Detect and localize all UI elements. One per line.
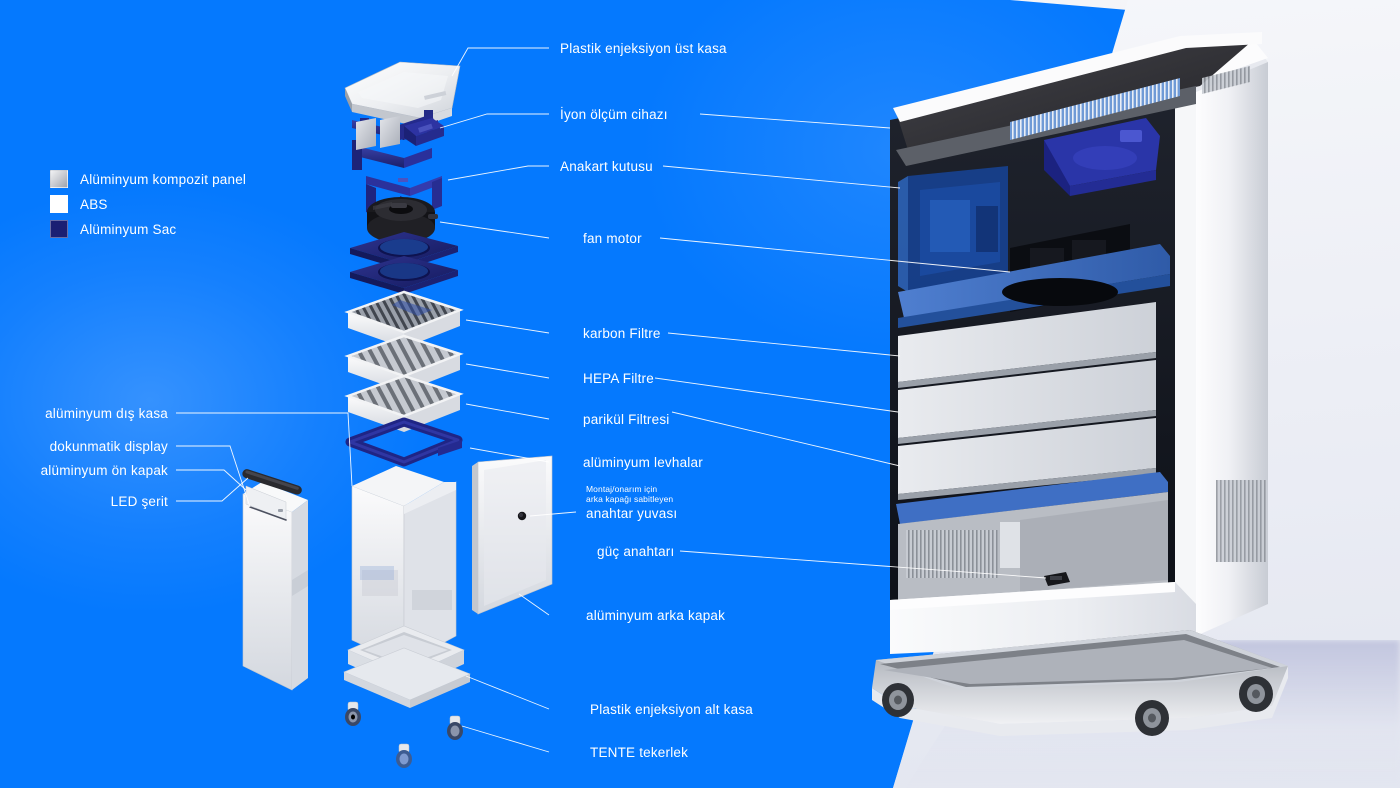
- part-wheel-2: [396, 743, 412, 768]
- callout-key-slot: anahtar yuvası: [586, 506, 678, 521]
- callout-carbon-filter: karbon Filtre: [583, 326, 661, 341]
- callout-outer-case: alüminyum dış kasa: [45, 406, 168, 421]
- callout-fan-motor: fan motor: [583, 231, 642, 246]
- product-caster-right: [1239, 676, 1273, 712]
- legend-label: Alüminyum kompozit panel: [80, 171, 247, 187]
- part-aluminum-plate-1: [350, 232, 458, 270]
- legend-item-aluminum-sheet: Alüminyum Sac: [50, 220, 246, 238]
- part-rear-cover: [472, 455, 553, 615]
- part-carbon-filter: [344, 290, 464, 348]
- legend-item-aluminum-composite-panel: Alüminyum kompozit panel: [50, 170, 246, 188]
- part-outer-case: [351, 466, 457, 665]
- callout-hepa-filter: HEPA Filtre: [583, 371, 654, 386]
- part-fan-motor: [367, 197, 438, 243]
- part-touch-display: [249, 506, 287, 521]
- materials-legend: Alüminyum kompozit panel ABS Alüminyum S…: [50, 170, 246, 238]
- part-front-cover: [242, 482, 308, 691]
- callout-rear-cover: alüminyum arka kapak: [586, 608, 726, 623]
- legend-swatch-icon: [50, 170, 68, 188]
- part-top-case: [344, 61, 461, 127]
- legend-label: ABS: [80, 196, 108, 212]
- part-wheel-1: [345, 701, 361, 726]
- product-caster-front: [1135, 700, 1169, 736]
- callout-wheel: TENTE tekerlek: [590, 745, 689, 760]
- callout-touch-display: dokunmatik display: [49, 439, 168, 454]
- product-caster-left: [882, 683, 914, 717]
- callout-front-cover: alüminyum ön kapak: [40, 463, 168, 478]
- callout-led-strip: LED şerit: [110, 494, 168, 509]
- callout-bottom-case: Plastik enjeksiyon alt kasa: [590, 702, 753, 717]
- callout-power-switch: güç anahtarı: [597, 544, 675, 559]
- legend-item-abs: ABS: [50, 195, 246, 213]
- part-aluminum-plate-2: [350, 256, 458, 294]
- part-bottom-case: [343, 625, 471, 708]
- part-navy-frame: [345, 417, 463, 467]
- callout-key-slot-note-line1: Montaj/onarım için: [586, 484, 658, 494]
- legend-label: Alüminyum Sac: [80, 221, 177, 237]
- callout-mainboard-box: Anakart kutusu: [560, 159, 653, 174]
- part-ion-meter: [352, 116, 444, 170]
- callout-particle-filter: parikül Filtresi: [583, 412, 670, 427]
- callout-ion-meter: İyon ölçüm cihazı: [560, 107, 668, 122]
- legend-swatch-icon: [50, 220, 68, 238]
- part-wheel-3: [447, 715, 463, 740]
- callout-key-slot-note-line2: arka kapağı sabitleyen: [586, 494, 674, 504]
- callout-top-case: Plastik enjeksiyon üst kasa: [560, 41, 727, 56]
- callout-aluminum-plates: alüminyum levhalar: [583, 455, 703, 470]
- legend-swatch-icon: [50, 195, 68, 213]
